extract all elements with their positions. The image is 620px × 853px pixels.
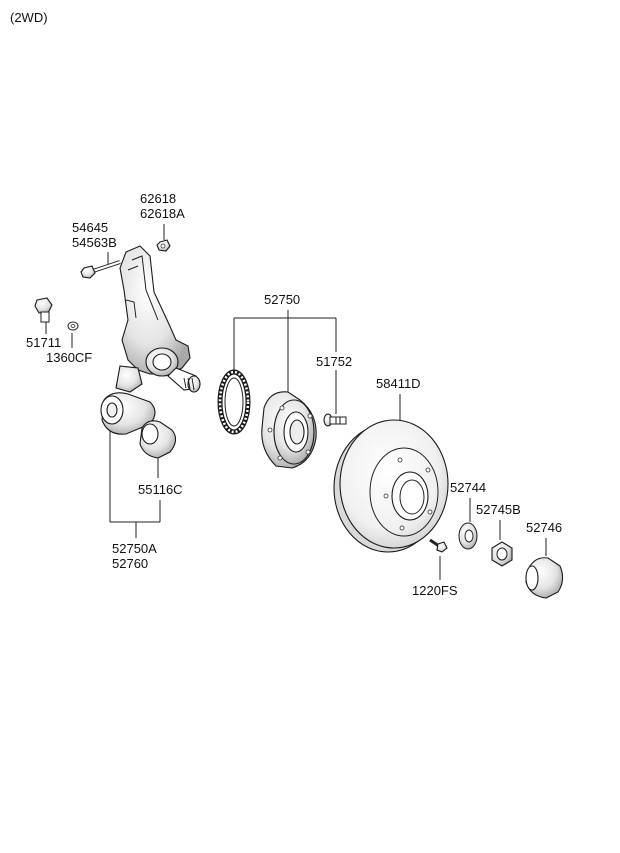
label-1220fs: 1220FS — [412, 583, 458, 598]
wheel-stud-51752 — [323, 413, 347, 427]
wheel-hub — [261, 391, 317, 469]
label-51711: 51711 — [26, 335, 61, 350]
label-52750a: 52750A — [112, 541, 157, 556]
label-52750: 52750 — [264, 292, 300, 307]
steering-knuckle — [115, 245, 201, 393]
label-62618: 62618 — [140, 191, 176, 206]
label-52744: 52744 — [450, 480, 486, 495]
washer-1360cf — [67, 321, 79, 331]
label-58411d: 58411D — [376, 376, 421, 391]
label-55116c: 55116C — [138, 482, 183, 497]
bushing-52750a — [100, 392, 156, 435]
variant-label: (2WD) — [10, 10, 48, 25]
label-52746: 52746 — [526, 520, 562, 535]
brake-disc — [333, 419, 449, 553]
label-54645: 54645 — [72, 220, 108, 235]
washer-52744 — [458, 522, 478, 550]
leader-lines — [45, 224, 547, 580]
hub-cap-52746 — [525, 557, 564, 599]
bolt-54645 — [80, 260, 121, 279]
nut-62618 — [156, 239, 171, 252]
label-1360cf: 1360CF — [46, 350, 92, 365]
screw-1220fs — [429, 538, 448, 553]
label-62618a: 62618A — [140, 206, 185, 221]
label-52745b: 52745B — [476, 502, 521, 517]
label-54563b: 54563B — [72, 235, 117, 250]
bolt-51711 — [34, 297, 53, 323]
label-52760: 52760 — [112, 556, 148, 571]
nut-52745b — [491, 541, 513, 567]
label-51752: 51752 — [316, 354, 352, 369]
bushing-55116c — [139, 420, 177, 459]
tone-ring — [217, 369, 251, 435]
